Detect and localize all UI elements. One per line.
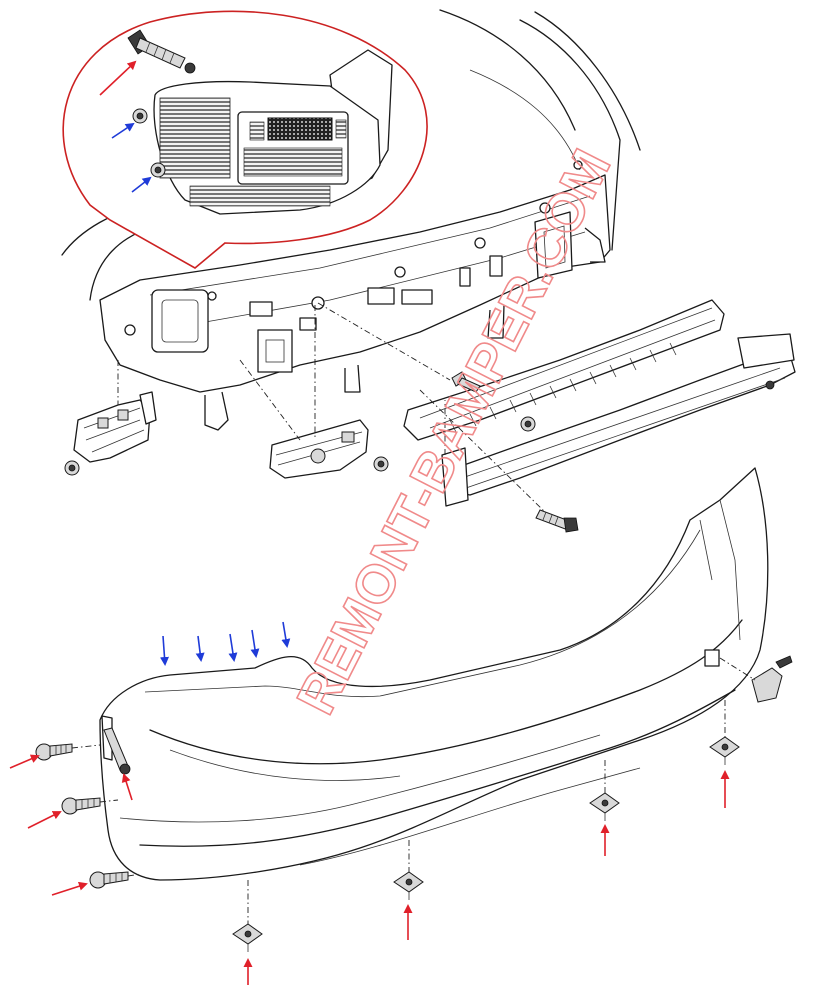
clip-nut-icon: [589, 792, 620, 821]
red-arrow-icon: [9, 754, 40, 769]
nut-icon: [150, 162, 166, 178]
rear-reinforcement-bar: [441, 333, 796, 507]
blue-arrow-icon: [131, 176, 152, 193]
bumper-cap: [751, 655, 793, 703]
red-arrow-icon: [51, 881, 88, 896]
red-arrow-icon: [27, 811, 62, 829]
nut-icon: [132, 108, 148, 124]
center-side-bracket: [269, 419, 369, 479]
nut-icon: [520, 416, 536, 432]
blue-arrow-icon: [281, 621, 291, 648]
screw-icon: [127, 29, 196, 74]
alignment-lines: [71, 302, 756, 924]
blue-arrow-icon: [111, 122, 135, 139]
blue-arrow-icon: [228, 633, 238, 662]
clip-nut-icon: [709, 736, 740, 765]
screw-icon: [35, 743, 73, 761]
clip-nut-icon: [393, 871, 424, 900]
red-arrow-icon: [121, 773, 133, 801]
blue-arrow-icon: [195, 635, 205, 662]
bolt-icon: [451, 371, 481, 393]
screw-icon: [61, 797, 101, 815]
detail-callout: [62, 10, 428, 269]
blue-arrow-icon: [160, 635, 169, 666]
clip-nut-icon: [232, 923, 263, 952]
direction-arrows: [9, 60, 730, 985]
blue-arrow-icon: [250, 629, 260, 658]
nut-icon: [64, 460, 80, 476]
nut-icon: [373, 456, 389, 472]
screw-icon: [89, 871, 129, 889]
push-pin-icon: [103, 727, 131, 775]
energy-absorber: [403, 299, 725, 441]
rear-body-panel: [61, 9, 641, 431]
red-arrow-icon: [99, 60, 137, 96]
bolt-icon: [535, 509, 579, 533]
left-side-bracket: [73, 391, 157, 463]
